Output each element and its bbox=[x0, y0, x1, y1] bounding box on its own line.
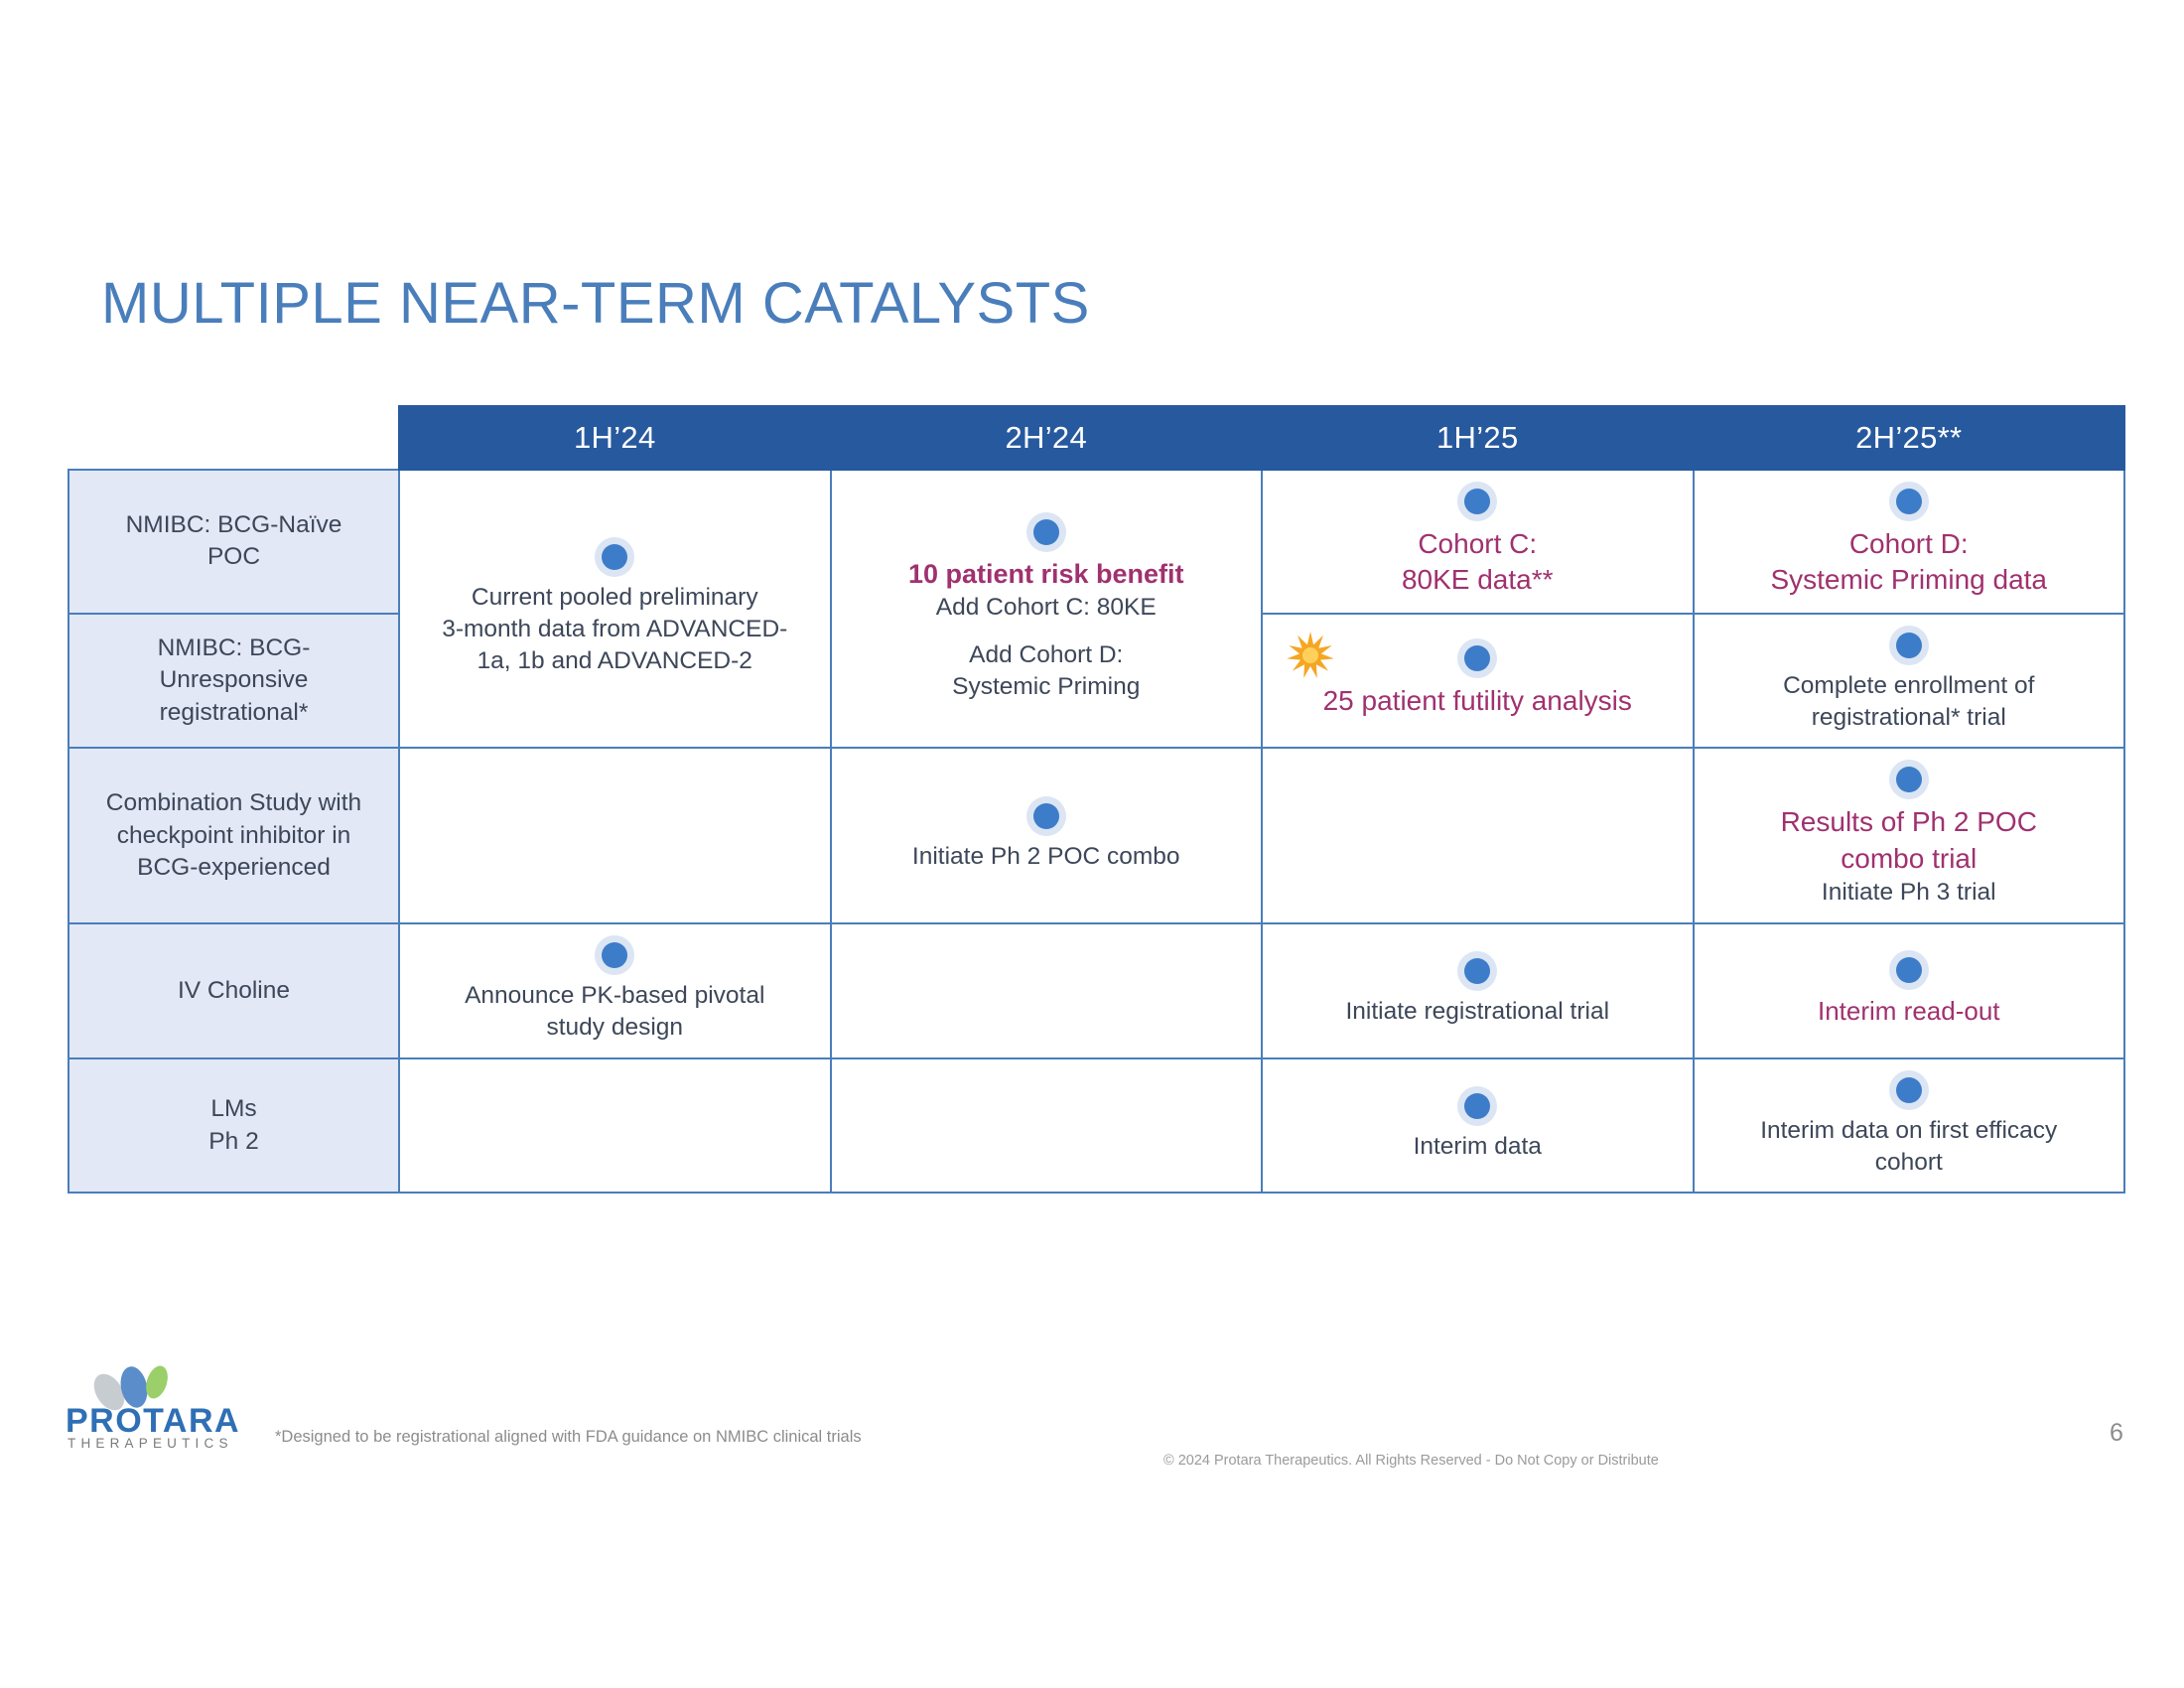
table-row: NMIBC: BCG-Naïve POC Current pooled preli… bbox=[68, 468, 2125, 750]
cell-content bbox=[846, 1119, 1248, 1129]
protara-logo: PROTARA THERAPEUTICS bbox=[48, 1365, 246, 1452]
milestone-dot-icon bbox=[1895, 957, 1922, 984]
cell-content: Interim read-out bbox=[1708, 949, 2111, 1029]
starburst-icon bbox=[1287, 632, 1334, 679]
milestone-dot-icon bbox=[1032, 518, 1059, 545]
milestone-text: Current pooled preliminary 3-month data … bbox=[442, 584, 788, 675]
table-row: Combination Study with checkpoint inhibi… bbox=[68, 747, 2125, 925]
table-row: NMIBC: BCG- Unresponsive registrational*… bbox=[68, 612, 2125, 750]
milestone-dot-icon bbox=[1464, 645, 1491, 672]
cell-1h25-r1: Cohort C: 80KE data** bbox=[1261, 469, 1695, 615]
logo-petals-icon bbox=[93, 1365, 168, 1411]
milestone-text: 10 patient risk benefit bbox=[907, 558, 1184, 589]
milestone-text: Initiate Ph 3 trial bbox=[1821, 879, 1996, 907]
milestone-text: Results of Ph 2 POC combo trial bbox=[1780, 806, 2037, 874]
milestone-dot-icon bbox=[1032, 802, 1059, 829]
milestone-dot-icon bbox=[1464, 489, 1491, 514]
cell-content bbox=[1277, 829, 1679, 839]
copyright-text: © 2024 Protara Therapeutics. All Rights … bbox=[1163, 1453, 1659, 1469]
row-label-5: LMs Ph 2 bbox=[68, 1056, 400, 1195]
cell-2h25-r1: Cohort D: Systemic Priming data bbox=[1692, 469, 2125, 615]
table-row: LMs Ph 2 Interim data Interim data on firs… bbox=[68, 1056, 2125, 1195]
cell-1h25-r3 bbox=[1261, 747, 1695, 925]
milestone-text: Add Cohort D: Systemic Priming bbox=[952, 640, 1141, 700]
cell-content: Cohort C: 80KE data** bbox=[1277, 481, 1679, 599]
cell-1h24-r3 bbox=[398, 747, 832, 925]
logo-subword: THERAPEUTICS bbox=[68, 1436, 233, 1451]
column-header-1h24: 1H’24 bbox=[398, 405, 832, 471]
milestone-text: Cohort C: 80KE data** bbox=[1401, 528, 1554, 596]
column-header-2h24: 2H’24 bbox=[829, 405, 1263, 471]
cell-2h24-r5 bbox=[829, 1056, 1263, 1195]
cell-2h25-r2: Complete enrollment of registrational* t… bbox=[1692, 612, 2125, 750]
column-header-2h25: 2H’25** bbox=[1692, 405, 2125, 471]
milestone-text: Interim data bbox=[1413, 1132, 1542, 1160]
table-header-row: 1H’24 2H’24 1H’25 2H’25** bbox=[68, 405, 2125, 471]
milestone-dot-icon bbox=[1895, 1076, 1922, 1103]
cell-content: Interim data on first efficacy cohort bbox=[1708, 1069, 2111, 1179]
cell-2h25-r5: Interim data on first efficacy cohort bbox=[1692, 1056, 2125, 1195]
cell-2h25-r4: Interim read-out bbox=[1692, 922, 2125, 1059]
milestone-text: Complete enrollment of registrational* t… bbox=[1783, 671, 2035, 731]
milestone-dot-icon bbox=[1895, 489, 1922, 514]
cell-content bbox=[414, 829, 816, 839]
cell-2h24-r4 bbox=[829, 922, 1263, 1059]
table-row: IV Choline Announce PK-based pivotal stud… bbox=[68, 922, 2125, 1059]
row-label-2: NMIBC: BCG- Unresponsive registrational* bbox=[68, 612, 400, 750]
milestone-dot-icon bbox=[602, 544, 628, 571]
milestone-text: Add Cohort C: 80KE bbox=[935, 594, 1157, 622]
timeline-body: NMIBC: BCG-Naïve POC Current pooled preli… bbox=[68, 468, 2125, 1195]
milestone-text: 25 patient futility analysis bbox=[1322, 685, 1632, 717]
cell-content: Complete enrollment of registrational* t… bbox=[1708, 625, 2111, 734]
milestone-dot-icon bbox=[1895, 632, 1922, 658]
cell-1h24-r1: Current pooled preliminary 3-month data … bbox=[398, 468, 832, 750]
milestone-text: Cohort D: Systemic Priming data bbox=[1770, 528, 2048, 596]
page-number: 6 bbox=[2110, 1419, 2123, 1447]
cell-1h24-r4: Announce PK-based pivotal study design bbox=[398, 922, 832, 1059]
milestone-dot-icon bbox=[1895, 767, 1922, 793]
milestone-text: Interim data on first efficacy cohort bbox=[1760, 1116, 2058, 1176]
milestone-dot-icon bbox=[1464, 1092, 1491, 1119]
milestone-text: Announce PK-based pivotal study design bbox=[465, 982, 765, 1041]
timeline-grid: 1H’24 2H’24 1H’25 2H’25** NMIBC: BCG-Naï… bbox=[68, 405, 2125, 1195]
column-header-1h25: 1H’25 bbox=[1261, 405, 1695, 471]
cell-content: Cohort D: Systemic Priming data bbox=[1708, 481, 2111, 599]
cell-content bbox=[846, 984, 1248, 994]
cell-content: Initiate Ph 2 POC combo bbox=[846, 795, 1248, 873]
cell-content: Interim data bbox=[1277, 1085, 1679, 1163]
cell-content: Current pooled preliminary 3-month data … bbox=[414, 536, 816, 677]
row-label-3: Combination Study with checkpoint inhibi… bbox=[68, 747, 400, 925]
cell-2h24-r3: Initiate Ph 2 POC combo bbox=[829, 747, 1263, 925]
cell-content: 25 patient futility analysis bbox=[1277, 632, 1679, 719]
cell-1h25-r4: Initiate registrational trial bbox=[1261, 922, 1695, 1059]
cell-content bbox=[414, 1119, 816, 1129]
row-label-1: NMIBC: BCG-Naïve POC bbox=[68, 469, 400, 615]
footnote-text: *Designed to be registrational aligned w… bbox=[275, 1428, 862, 1446]
logo-wordmark: PROTARA bbox=[66, 1402, 241, 1440]
header-corner-cell bbox=[68, 406, 399, 470]
cell-content: Initiate registrational trial bbox=[1277, 950, 1679, 1028]
catalyst-timeline-table: 1H’24 2H’24 1H’25 2H’25** NMIBC: BCG-Naï… bbox=[68, 405, 2125, 1195]
cell-content: Announce PK-based pivotal study design bbox=[414, 934, 816, 1044]
milestone-dot-icon bbox=[602, 942, 628, 969]
row-label-4: IV Choline bbox=[68, 922, 400, 1059]
cell-1h25-r5: Interim data bbox=[1261, 1056, 1695, 1195]
cell-1h24-r5 bbox=[398, 1056, 832, 1195]
milestone-text: Interim read-out bbox=[1817, 996, 2000, 1027]
milestone-dot-icon bbox=[1464, 958, 1491, 985]
milestone-text: Initiate Ph 2 POC combo bbox=[911, 842, 1180, 870]
milestone-text: Initiate registrational trial bbox=[1345, 998, 1610, 1026]
page-title: MULTIPLE NEAR-TERM CATALYSTS bbox=[101, 271, 1090, 336]
cell-1h25-r2: 25 patient futility analysis bbox=[1261, 612, 1695, 750]
